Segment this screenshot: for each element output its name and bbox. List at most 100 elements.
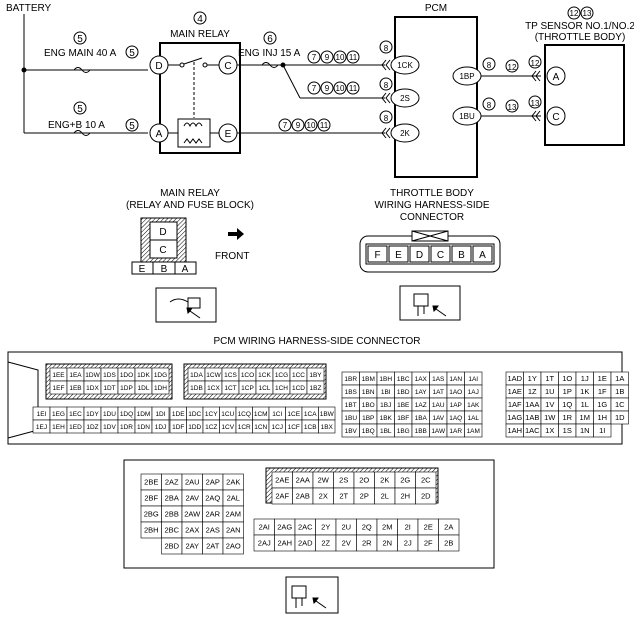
pcm-pin-label: 2AQ <box>205 494 220 503</box>
pcm-pin-label: 1R <box>562 413 572 422</box>
pcm-pin-label: 1CX <box>207 385 220 392</box>
pcm-pin-label: 2AO <box>226 542 241 551</box>
pcm-pin-label: 2B <box>444 539 453 548</box>
tp-sensor-subtitle: (THROTTLE BODY) <box>535 32 626 43</box>
pcm-pin-label: 1DF <box>172 424 184 431</box>
pcm-pin-label: 1CB <box>304 424 317 431</box>
throttle-pin-label: D <box>416 250 423 261</box>
pcm-pin-cell <box>610 410 629 425</box>
pcm-pin-label: 2AK <box>226 478 240 487</box>
pcm-pin-label: 1DJ <box>155 424 167 431</box>
pcm-pin-label: 1U <box>545 387 555 396</box>
pcm-pin-label: 2AR <box>205 510 220 519</box>
wire-ref-circle <box>333 81 347 95</box>
sensor-c-label: C <box>552 112 559 123</box>
pcm-pin-label: 1CW <box>206 372 221 379</box>
pcm-pin-label: 1L <box>581 400 589 409</box>
pcm-pin-label: 2V <box>342 539 351 548</box>
pcm-pin-label: 1AV <box>432 415 444 422</box>
pcm-pin-label: 2M <box>382 523 392 532</box>
wire-ref-circle <box>307 50 321 64</box>
wiring-schematic: BATTERY 4 MAIN RELAY <box>6 3 625 178</box>
pcm-pin-label: 2AV <box>185 494 199 503</box>
pcm-pin-label: 1DB <box>190 385 203 392</box>
pcm-pin-label: 1BZ <box>310 385 322 392</box>
wire-ref-label: 7 <box>283 121 288 130</box>
pcm-pin-label: 2BG <box>144 510 159 519</box>
pcm-pin-label: 1EI <box>37 411 47 418</box>
pcm-pin-label: 2AH <box>277 539 292 548</box>
pcm-pin-label: 2AW <box>184 510 201 519</box>
wire-ref-circle <box>307 81 321 95</box>
pcm-pin-cell <box>464 423 483 438</box>
pcm-pin-label: 1CT <box>224 385 236 392</box>
relay-switch <box>183 57 203 65</box>
throttle-pin-label: F <box>374 250 380 261</box>
wire-ref-circle <box>333 50 347 64</box>
pcm-pin-label: 1DU <box>103 411 116 418</box>
pcm-pin-label: 1AJ <box>468 389 479 396</box>
pcm-pin-label: 1Y <box>528 374 537 383</box>
wire-ref-label: 11 <box>349 53 358 62</box>
pcm-pin-label: 1CR <box>238 424 251 431</box>
pcm-pin-label: 2AU <box>185 478 200 487</box>
pcm-pin-label: 2AJ <box>258 539 271 548</box>
relay-a-label: A <box>156 129 163 140</box>
probe-icon-box-3 <box>285 576 339 614</box>
main-relay-box <box>159 42 241 154</box>
pcm-pin-label: 1BO <box>362 402 375 409</box>
pcm-pin-label: 1DC <box>188 411 201 418</box>
pcm-pin-label: 1CY <box>205 411 218 418</box>
pcm-pin-label: 1AY <box>415 389 427 396</box>
pcm-pin-label: 1AX <box>415 376 428 383</box>
pcm-pin-label: 1DN <box>137 424 150 431</box>
pcm-pin-label: 1EJ <box>36 424 47 431</box>
pcm-pin-label: 1EE <box>52 372 65 379</box>
wire-ref-circle <box>304 118 318 132</box>
pcm-pin-label: 2A <box>444 523 453 532</box>
pcm-pin-label: 1EC <box>69 411 82 418</box>
pcm-pin-label: 1CQ <box>238 411 251 418</box>
wire-ref-label: 10 <box>336 84 345 93</box>
pcm-pin-label: 1BT <box>345 402 357 409</box>
pcm-pin-label: 1EA <box>69 372 82 379</box>
pcm-pin-label: 1BV <box>345 428 358 435</box>
pcm-pin-label: 1DY <box>86 411 99 418</box>
throttle-title3: CONNECTOR <box>400 212 464 223</box>
pcm-pin-label: 1D <box>615 413 625 422</box>
front-label: FRONT <box>215 251 249 262</box>
wire-ref-label: 9 <box>296 121 301 130</box>
throttle-pin-cell <box>388 245 409 263</box>
pcm-pin-label: 1BA <box>415 415 428 422</box>
pcm-pin-label: 1CP <box>241 385 254 392</box>
pcm-pin-label: 1AL <box>467 415 479 422</box>
pcm-pin-cell <box>415 487 437 505</box>
pcm-pin-label: 2AZ <box>165 478 179 487</box>
pcm-pin-label: 2AC <box>298 523 313 532</box>
throttle-pin-label: B <box>458 250 465 261</box>
pcm-pin-label: 1CH <box>275 385 288 392</box>
fuse-b-label: ENG+B 10 A <box>48 120 105 131</box>
main-relay-title: MAIN RELAY <box>170 29 230 40</box>
pcm-pin-label: 2AX <box>185 526 199 535</box>
pcm-pin-label: 1DM <box>137 411 151 418</box>
pcm-pin-label: 1AO <box>449 389 462 396</box>
pcm-pin-label: 2O <box>359 476 369 485</box>
pcm-pin-label: 2AY <box>185 542 199 551</box>
sensor-terminal-a <box>546 66 566 86</box>
pcm-pin-label: 2Q <box>362 523 372 532</box>
pcm-pin-label: 1EH <box>52 424 65 431</box>
pcm-pin-label: 2BE <box>144 478 158 487</box>
conn8-a: 8 <box>384 44 389 53</box>
pcm-pin-label: 1BR <box>344 376 357 383</box>
pcm-pin-label: 1DL <box>138 385 150 392</box>
pcm-pin-label: 2N <box>382 539 392 548</box>
pcm-pin-label: 2H <box>400 492 410 501</box>
pcm-pin-label: 2AD <box>298 539 313 548</box>
pcm-pin-label: 1G <box>597 400 607 409</box>
pcm-pin-label: 1N <box>580 426 590 435</box>
fuse-b-id: 5 <box>77 104 83 115</box>
wire-ref-circle <box>320 81 334 95</box>
front-arrow-icon <box>228 228 244 240</box>
pcm-pin-label: 1P <box>563 387 572 396</box>
